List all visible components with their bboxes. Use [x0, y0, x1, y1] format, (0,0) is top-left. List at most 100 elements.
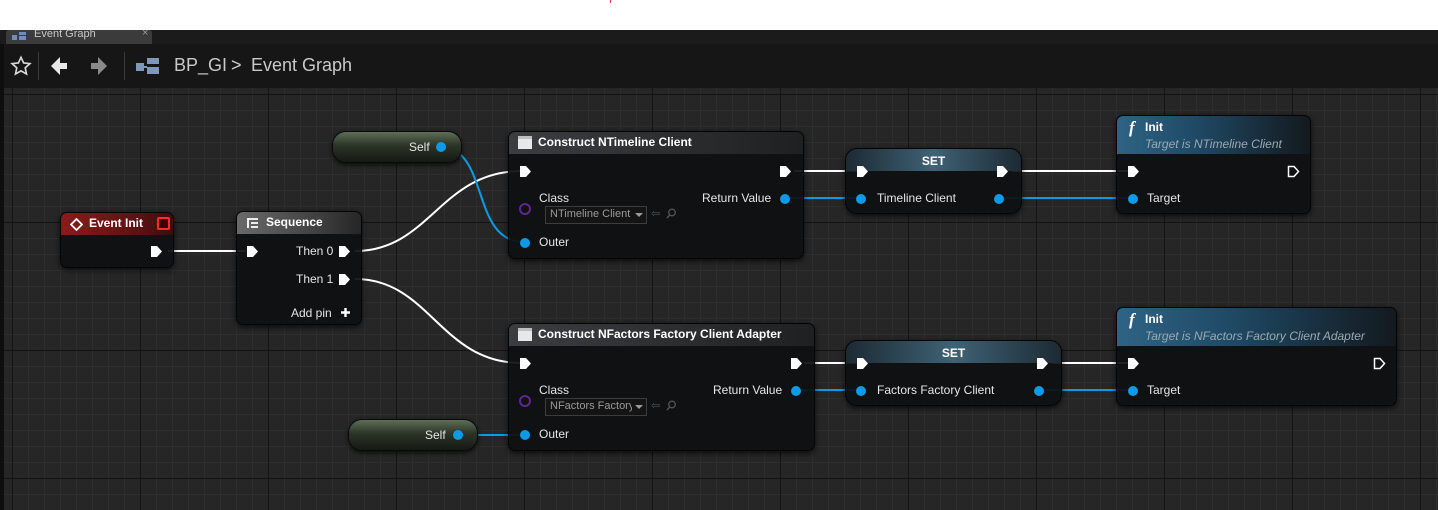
construct-object-node[interactable]: Construct NTimeline Client Class NTimeli…: [508, 131, 804, 259]
then-0-pin[interactable]: [338, 245, 351, 258]
exec-output-pin[interactable]: [150, 245, 163, 258]
arrow-right-icon: [91, 57, 107, 75]
breadcrumb-root[interactable]: BP_GI: [174, 55, 228, 75]
value-input-pin[interactable]: [856, 194, 866, 204]
exec-input-pin[interactable]: [1127, 357, 1140, 370]
variable-label: Factors Factory Client: [877, 383, 995, 397]
close-icon[interactable]: ×: [142, 30, 149, 39]
exec-input-pin[interactable]: [1127, 165, 1140, 178]
exec-output-pin[interactable]: [790, 357, 803, 370]
init-function-node[interactable]: f Init Target is NFactors Factory Client…: [1116, 307, 1397, 406]
node-title: Init: [1145, 312, 1163, 326]
node-title: Init: [1145, 120, 1163, 134]
set-variable-node[interactable]: SET Timeline Client: [845, 148, 1022, 214]
panel-edge: [0, 44, 4, 510]
then-1-label: Then 1: [296, 272, 334, 286]
toolbar-separator: [124, 52, 125, 80]
then-0-label: Then 0: [296, 244, 334, 258]
exec-output-pin[interactable]: [1287, 165, 1300, 178]
class-input-pin[interactable]: [519, 203, 531, 215]
star-icon: [10, 55, 32, 76]
node-subtitle: Target is NFactors Factory Client Adapte…: [1145, 329, 1365, 343]
blueprint-icon: [136, 58, 159, 74]
sequence-node[interactable]: Sequence Then 0 Then 1 Add pin: [236, 211, 362, 325]
exec-input-pin[interactable]: [519, 165, 532, 178]
then-1-pin[interactable]: [338, 273, 351, 286]
node-title: Sequence: [266, 215, 323, 229]
class-dropdown-value: NTimeline Client: [550, 208, 631, 220]
value-output-pin[interactable]: [994, 194, 1004, 204]
exec-output-pin[interactable]: [779, 165, 792, 178]
class-dropdown[interactable]: NFactors Factory: [545, 398, 647, 416]
cursor-marker: [610, 0, 611, 3]
breadcrumb-separator: >: [231, 55, 242, 75]
exec-output-pin[interactable]: [996, 165, 1009, 178]
use-selected-icon[interactable]: ⇦: [651, 400, 661, 412]
self-label: Self: [409, 140, 430, 154]
outer-input-pin[interactable]: [520, 238, 530, 248]
delegate-pin-icon[interactable]: [157, 217, 170, 230]
tab-bar: Event Graph ×: [0, 30, 1438, 44]
use-selected-icon[interactable]: ⇦: [651, 208, 661, 220]
add-pin-icon[interactable]: [340, 307, 351, 318]
node-header: SET: [846, 341, 1061, 363]
return-value-label: Return Value: [702, 191, 772, 205]
outer-label: Outer: [539, 235, 570, 249]
event-init-node[interactable]: Event Init: [60, 212, 174, 268]
return-value-label: Return Value: [713, 383, 783, 397]
blueprint-button[interactable]: [134, 44, 162, 88]
self-output-pin[interactable]: [436, 142, 446, 152]
value-input-pin[interactable]: [856, 386, 866, 396]
return-value-pin[interactable]: [780, 194, 790, 204]
breadcrumb-current: Event Graph: [251, 55, 353, 75]
tab-event-graph[interactable]: Event Graph ×: [6, 30, 152, 44]
event-diamond-icon: [70, 218, 83, 231]
exec-input-pin[interactable]: [856, 165, 869, 178]
blueprint-graph-icon: [12, 32, 26, 40]
outer-input-pin[interactable]: [520, 430, 530, 440]
node-title: Construct NTimeline Client: [538, 135, 692, 149]
return-value-pin[interactable]: [791, 386, 801, 396]
variable-label: Timeline Client: [877, 191, 956, 205]
search-icon[interactable]: [666, 400, 677, 411]
node-header: f Init Target is NTimeline Client: [1117, 116, 1310, 154]
arrow-left-icon: [51, 57, 67, 75]
back-button[interactable]: [44, 44, 74, 88]
sequence-icon: [247, 218, 258, 228]
exec-input-pin[interactable]: [246, 245, 259, 258]
graph-toolbar: BP_GI > Event Graph: [0, 44, 1438, 88]
node-header: Construct NFactors Factory Client Adapte…: [509, 324, 814, 346]
node-subtitle: Target is NTimeline Client: [1145, 137, 1282, 151]
favorite-button[interactable]: [6, 44, 36, 88]
self-output-pin[interactable]: [453, 430, 463, 440]
exec-wire: [354, 170, 523, 252]
construct-object-node[interactable]: Construct NFactors Factory Client Adapte…: [508, 323, 815, 451]
init-function-node[interactable]: f Init Target is NTimeline Client Target: [1116, 115, 1311, 214]
class-label: Class: [539, 383, 570, 397]
forward-button[interactable]: [84, 44, 114, 88]
exec-wire: [354, 278, 523, 364]
class-dropdown[interactable]: NTimeline Client: [545, 206, 647, 224]
exec-input-pin[interactable]: [519, 357, 532, 370]
set-variable-node[interactable]: SET Factors Factory Client: [845, 340, 1062, 406]
target-input-pin[interactable]: [1128, 194, 1138, 204]
class-input-pin[interactable]: [519, 395, 531, 407]
add-pin-label[interactable]: Add pin: [291, 306, 332, 320]
construct-icon: [518, 136, 532, 149]
node-title: Event Init: [89, 216, 144, 230]
search-icon[interactable]: [666, 208, 677, 219]
value-output-pin[interactable]: [1034, 386, 1044, 396]
chevron-down-icon: [635, 213, 643, 217]
self-label: Self: [425, 428, 446, 442]
function-icon: f: [1129, 118, 1135, 137]
self-reference-node[interactable]: Self: [348, 419, 478, 451]
exec-output-pin[interactable]: [1373, 357, 1386, 370]
target-input-pin[interactable]: [1128, 386, 1138, 396]
exec-input-pin[interactable]: [856, 357, 869, 370]
class-dropdown-value: NFactors Factory: [550, 400, 632, 412]
target-label: Target: [1147, 383, 1181, 397]
node-title: SET: [921, 154, 946, 168]
node-header: f Init Target is NFactors Factory Client…: [1117, 308, 1396, 346]
self-reference-node[interactable]: Self: [332, 131, 462, 163]
exec-output-pin[interactable]: [1036, 357, 1049, 370]
